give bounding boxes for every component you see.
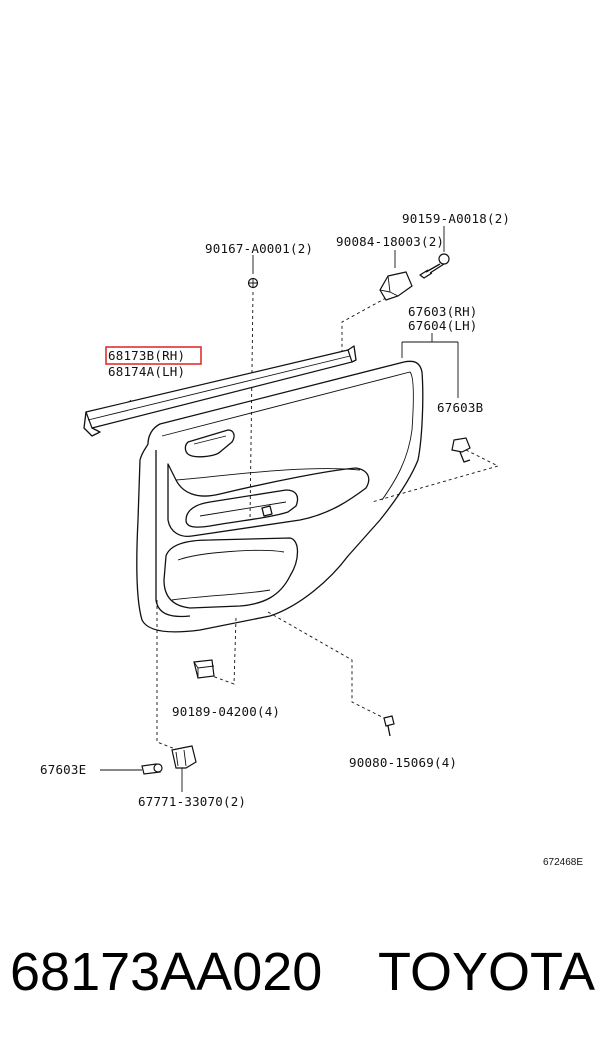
retainer-67771[interactable] (171, 745, 197, 769)
pin-67603e[interactable] (141, 763, 163, 775)
label-90167[interactable]: 90167-A0001(2) (205, 241, 313, 256)
footer-part-number: 68173AA020 (10, 942, 322, 1002)
label-67603b[interactable]: 67603B (437, 400, 483, 415)
clip-90167[interactable] (247, 277, 259, 289)
label-67604-lh[interactable]: 67604(LH) (408, 318, 478, 333)
label-90189[interactable]: 90189-04200(4) (172, 704, 280, 719)
nut-90189[interactable] (193, 659, 215, 679)
footer-brand: TOYOTA (378, 942, 595, 1002)
label-90084[interactable]: 90084-18003(2) (336, 234, 444, 249)
highlight-box (105, 346, 202, 365)
label-67603-rh[interactable]: 67603(RH) (408, 304, 478, 319)
screw-90159[interactable] (419, 253, 450, 279)
label-67771[interactable]: 67771-33070(2) (138, 794, 246, 809)
label-67603e[interactable]: 67603E (40, 762, 86, 777)
label-68173b-rh[interactable]: 68173B(RH) (108, 348, 185, 363)
bracket-90084[interactable] (379, 271, 413, 301)
weatherstrip-part[interactable] (83, 345, 357, 437)
leader-lines (100, 226, 500, 792)
screw-90080[interactable] (383, 715, 395, 737)
clip-67603b[interactable] (451, 437, 471, 463)
label-90159[interactable]: 90159-A0018(2) (402, 211, 510, 226)
diagram-code: 672468E (543, 857, 583, 868)
label-90080[interactable]: 90080-15069(4) (349, 755, 457, 770)
label-68174a-lh[interactable]: 68174A(LH) (108, 364, 185, 379)
door-trim-board[interactable] (136, 360, 424, 633)
